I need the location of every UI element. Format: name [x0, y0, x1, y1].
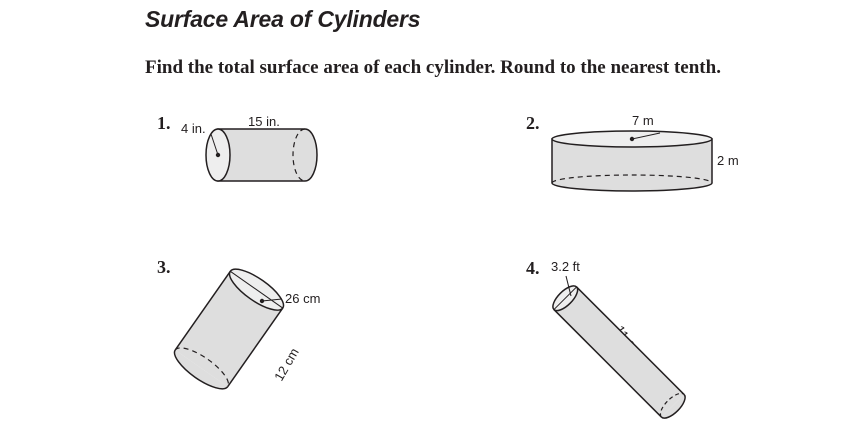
diameter-label-3: 26 cm	[285, 291, 321, 306]
height-label-2: 2 m	[717, 153, 739, 168]
length-label-1: 15 in.	[248, 114, 280, 129]
instructions-text: Find the total surface area of each cyli…	[145, 57, 721, 78]
page-title: Surface Area of Cylinders	[145, 6, 421, 32]
problem-number-3: 3.	[157, 257, 171, 277]
problem-number-1: 1.	[157, 113, 171, 133]
diameter-label-4: 3.2 ft	[551, 259, 580, 274]
problem-number-4: 4.	[526, 258, 540, 278]
radius-label-2: 7 m	[632, 113, 654, 128]
problem-number-2: 2.	[526, 113, 540, 133]
radius-label-1: 4 in.	[181, 121, 206, 136]
